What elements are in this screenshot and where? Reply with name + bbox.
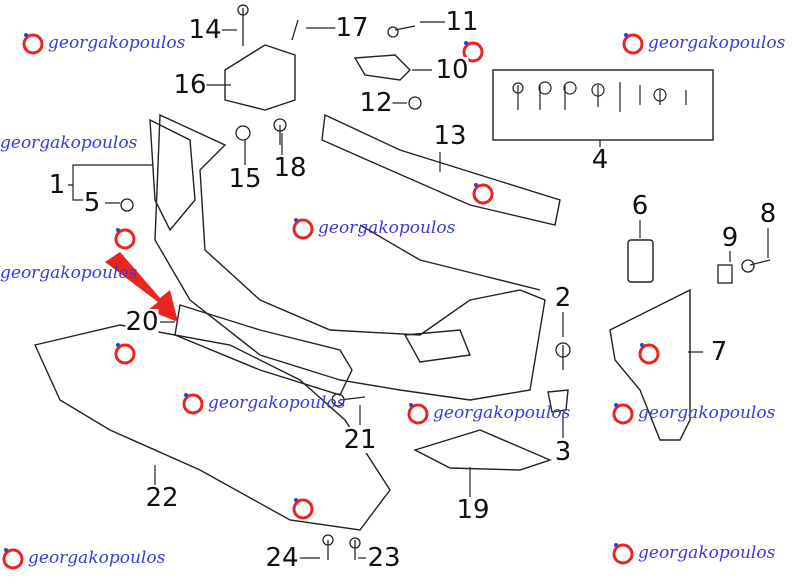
callout-22: 22 (145, 483, 179, 513)
watermark-logo-icon (292, 498, 314, 520)
callout-19: 19 (456, 495, 490, 525)
mount-bracket (224, 44, 296, 111)
callout-13: 13 (433, 121, 467, 151)
clip-3 (547, 389, 569, 413)
callout-17: 17 (335, 13, 369, 43)
callout-6: 6 (631, 191, 649, 221)
watermark-logo-icon (638, 343, 660, 365)
watermark-logo-icon (612, 403, 634, 425)
watermark: georgakopoulos (0, 545, 165, 571)
watermark: georgakopoulos (0, 133, 138, 153)
callout-7: 7 (710, 337, 728, 367)
watermark (290, 495, 316, 521)
watermark-logo-icon (114, 228, 136, 250)
watermark: georgakopoulos (20, 30, 185, 56)
callout-11: 11 (445, 7, 479, 37)
side-grille (413, 429, 552, 471)
watermark-logo-icon (182, 393, 204, 415)
bracket-10 (353, 54, 411, 81)
callout-12: 12 (359, 88, 393, 118)
callout-4: 4 (591, 145, 609, 175)
callout-15: 15 (228, 164, 262, 194)
kit-fasteners (512, 81, 687, 112)
callout-5: 5 (83, 188, 101, 218)
highlight-arrow (105, 252, 178, 322)
watermark-logo-icon (612, 543, 634, 565)
callout-2: 2 (554, 283, 572, 313)
watermark (460, 38, 486, 64)
callout-16: 16 (173, 70, 207, 100)
leader-lines (68, 21, 769, 559)
callout-20: 20 (125, 307, 159, 337)
callout-1: 1 (48, 170, 66, 200)
watermark: georgakopoulos (180, 390, 345, 416)
lower-grille (174, 304, 353, 396)
callout-21: 21 (343, 425, 377, 455)
watermark-logo-icon (292, 218, 314, 240)
absorber (321, 113, 561, 226)
watermark: georgakopoulos (405, 400, 570, 426)
callout-9: 9 (721, 223, 739, 253)
clip-6 (627, 239, 654, 283)
watermark (112, 225, 138, 251)
callout-14: 14 (188, 15, 222, 45)
side-support (149, 118, 196, 232)
fog-opening (403, 329, 471, 363)
undertray (34, 324, 391, 531)
fasteners (120, 4, 771, 560)
side-bracket (609, 288, 691, 441)
bumper-upper-edge (359, 224, 541, 291)
callout-18: 18 (273, 153, 307, 183)
watermark (470, 180, 496, 206)
hardware-kit-box (492, 69, 714, 141)
callout-10: 10 (435, 55, 469, 85)
watermark: georgakopoulos (610, 400, 775, 426)
callout-24: 24 (265, 543, 299, 573)
watermark-logo-icon (2, 548, 24, 570)
callout-23: 23 (367, 543, 401, 573)
watermark-logo-icon (472, 183, 494, 205)
watermark (112, 340, 138, 366)
watermark: georgakopoulos (610, 540, 775, 566)
watermark-logo-icon (22, 33, 44, 55)
watermark: georgakopoulos (290, 215, 455, 241)
callout-3: 3 (554, 437, 572, 467)
bumper-cover (154, 113, 546, 401)
watermark-logo-icon (462, 41, 484, 63)
watermark: georgakopoulos (0, 263, 138, 283)
watermark-logo-icon (622, 33, 644, 55)
watermark: georgakopoulos (620, 30, 785, 56)
watermark (636, 340, 662, 366)
callout-8: 8 (759, 199, 777, 229)
watermark-logo-icon (114, 343, 136, 365)
watermark-logo-icon (407, 403, 429, 425)
